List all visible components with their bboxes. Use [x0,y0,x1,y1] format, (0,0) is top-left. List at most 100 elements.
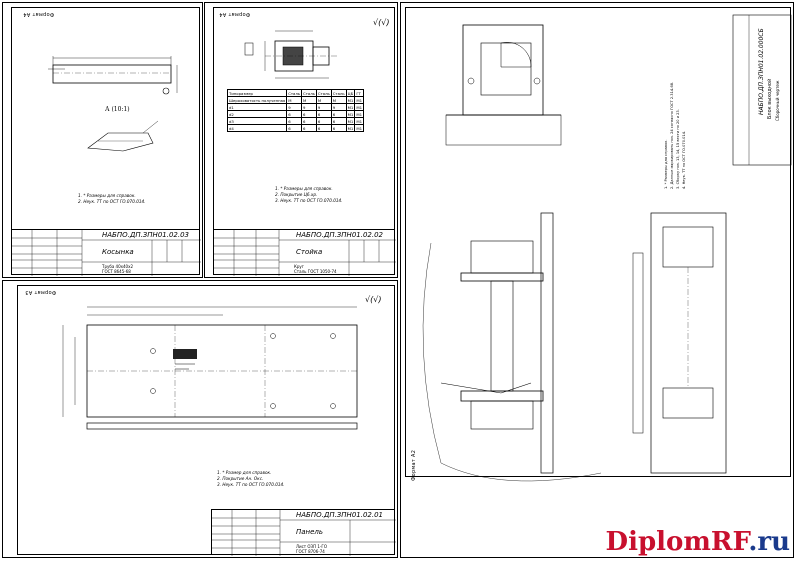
detail-view-label: А (10:1) [105,106,130,113]
part-name: Стойка [296,248,323,256]
table-cell: 9 [315,103,332,111]
table-cell: 6 [286,110,303,118]
site-watermark: DiplomRF.ru [606,527,790,557]
table-cell: М1 [345,96,356,104]
note-line: 3. Неук. ТТ по ОСТ ГО.070.014. [217,482,285,487]
table-header-cell: Сталь [286,89,303,97]
assembly-notes: 1. * Размеры для справок. 2. Данные марк… [663,82,687,189]
table-header-cell: ГТ [354,89,365,97]
table-cell: 6 [286,124,303,132]
table-cell: 6 [301,117,317,125]
table-cell: М [315,96,332,104]
drawing-sheet-assembly: Формат А2 НАБПО.ДП.ЗПН01.02.000СБ Блок в… [400,2,794,558]
table-cell: М1 [354,103,365,111]
title-block-grid [12,230,201,276]
table-row: Шероховатость полученная М М М М М1 М1 [226,96,365,104]
table-cell: М1 [345,124,356,132]
table-cell: М [286,96,303,104]
table-cell: 6 [301,110,317,118]
note-line: 1. * Размеры для справок. [78,193,136,198]
notes: 1. * Размеры для справок. 2. Неук. ТТ по… [78,193,146,205]
table-cell: 9 [286,103,303,111]
title-block-grid [212,510,396,556]
rod-drawing [48,56,178,152]
table-cell: d4 [226,124,288,132]
note-line: 2. Покрытие Ц6.хр. [275,192,318,197]
assembly-name: Блок выходной [767,78,773,119]
parameters-table: Типоразмер Сталь Сталь Сталь Сталь ЦБ ГТ… [226,89,365,132]
drawing-code: НАБПО.ДП.ЗПН01.02.01 [296,511,383,519]
material-line: Труба 40х40х2 [102,264,133,269]
notes: 1. * Размер для справок. 2. Покрытие Ан.… [217,470,285,488]
table-row: d2 6 6 6 6 М1 М1 [226,110,365,118]
drawing-sheet-rod: Формат А4 А (10:1) 1. * Размеры для спра… [2,2,203,278]
table-row: d4 6 6 6 6 М1 М1 [226,124,365,132]
assembly-code: НАБПО.ДП.ЗПН01.02.000СБ [758,28,765,115]
table-cell: М1 [354,117,365,125]
sheet-frame [405,7,791,477]
note-line: 1. * Размеры для справок. [275,186,333,191]
table-cell: 6 [286,117,303,125]
material: Труба 40х40х2 ГОСТ 8645-68 [102,264,133,274]
material-line: Сталь ГОСТ 1050-74 [294,269,337,274]
panel-drawing [62,306,358,430]
material: Круг Сталь ГОСТ 1050-74 [294,264,337,274]
note-line: 1. * Размер для справок. [217,470,272,475]
table-cell: М [330,96,347,104]
table-cell: 6 [315,110,332,118]
material-line: ГОСТ 8706-74 [296,549,325,554]
table-cell: 6 [315,117,332,125]
table-cell: М1 [345,117,356,125]
notes: 1. * Размеры для справок. 2. Покрытие Ц6… [275,186,343,204]
table-cell: 6 [330,117,347,125]
watermark-tld: .ru [748,527,790,557]
table-cell: 9 [330,103,347,111]
title-block: НАБПО.ДП.ЗПН01.02.02 Стойка Круг Сталь Г… [213,229,396,276]
title-block-grid [214,230,396,276]
assembly-subtitle: Сборочный чертеж [775,80,780,121]
material-line: ГОСТ 8645-68 [102,269,131,274]
table-cell: М [301,96,317,104]
table-cell: М1 [354,96,365,104]
table-cell: Шероховатость полученная [226,96,288,104]
table-row: d3 6 6 6 6 М1 М1 [226,117,365,125]
table-cell: 6 [301,124,317,132]
roughness-symbol: √(√) [365,295,382,304]
drawing-sheet-panel: Формат А3 √(√) 1. * Размер для справок. … [2,280,398,558]
table-cell: d1 [226,103,288,111]
table-cell: М1 [345,110,356,118]
table-header-row: Типоразмер Сталь Сталь Сталь Сталь ЦБ ГТ [226,89,365,97]
table-cell: М1 [345,103,356,111]
table-header-cell: Сталь [330,89,347,97]
material-line: Лист ОЗП 1-ГО [296,544,327,549]
sheet-frame [17,285,395,555]
table-cell: М1 [354,124,365,132]
note-line: 2. Неук. ТТ по ОСТ ГО.070.014. [78,199,146,204]
table-cell: М1 [354,110,365,118]
table-cell: 6 [315,124,332,132]
drawing-sheet-bushing: Формат А4 √(√) Типоразмер Сталь Сталь Ст… [204,2,398,278]
part-name: Панель [296,528,324,536]
table-header-cell: Сталь [301,89,317,97]
table-cell: 9 [301,103,317,111]
table-header-cell: Сталь [315,89,332,97]
bushing-drawing [244,30,337,79]
drawing-code: НАБПО.ДП.ЗПН01.02.02 [296,231,383,239]
table-header-cell: ЦБ [345,89,356,97]
title-block: НАБПО.ДП.ЗПН01.02.01 Панель Лист ОЗП 1-Г… [211,509,396,556]
assembly-drawing [422,14,792,482]
roughness-symbol: √(√) [373,18,390,27]
note-line: 4. Неук. ТТ по ОСТ ГО.070.014. [682,130,686,189]
table-cell: 6 [330,124,347,132]
part-name: Косынка [102,248,134,256]
table-cell: 6 [330,110,347,118]
material-line: Круг [294,264,304,269]
note-line: 3. Неук. ТТ по ОСТ ГО.070.014. [275,198,343,203]
material: Лист ОЗП 1-ГО ГОСТ 8706-74 [296,544,327,554]
drawing-code: НАБПО.ДП.ЗПН01.02.03 [102,231,189,239]
table-cell: d3 [226,117,288,125]
watermark-main: DiplomRF [605,527,749,557]
table-header-cell: Типоразмер [226,89,288,97]
table-cell: d2 [226,110,288,118]
note-line: 2. Покрытие Ан. Окс. [217,476,264,481]
